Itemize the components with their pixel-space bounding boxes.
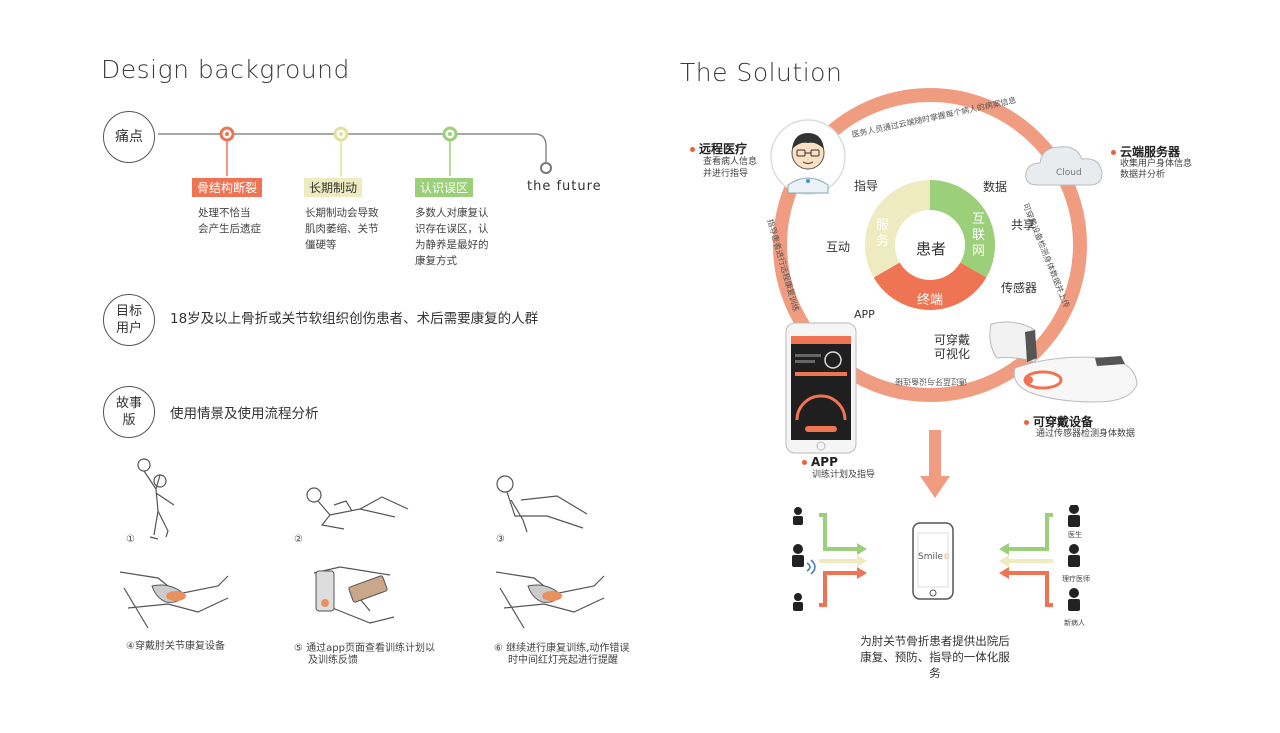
- story-num-2: ②: [294, 534, 303, 545]
- app-phone-image: [785, 322, 857, 454]
- smile-brand-label: Smile©: [918, 552, 951, 562]
- solution-ring-diagram: [773, 88, 1087, 402]
- right-person-2-label: 理疗医师: [1062, 575, 1090, 583]
- remote-medical-title: 远程医疗: [690, 140, 747, 157]
- story-sketch-3: [496, 475, 588, 533]
- cloud-server-title: 云端服务器: [1111, 143, 1180, 160]
- service-flow-diagram: [792, 505, 1080, 611]
- target-user-text: 18岁及以上骨折或关节软组织创伤患者、术后需要康复的人群: [170, 311, 539, 327]
- story-sketch-6: [495, 571, 605, 629]
- wearable-desc: 通过传感器检测身体数据: [1036, 429, 1136, 439]
- cloud-server-desc-2: 数据并分析: [1120, 170, 1166, 180]
- cloud-server-desc-1: 收集用户身体信息: [1120, 159, 1193, 169]
- segment-internet-label: 互联网: [972, 212, 986, 259]
- story-caption-4: ④穿戴肘关节康复设备: [126, 641, 225, 652]
- center-patient-label: 患者: [916, 240, 947, 258]
- story-sketch-1: [137, 458, 175, 540]
- solution-title: The Solution: [680, 58, 843, 87]
- solution-summary: 为肘关节骨折患者提供出院后 康复、预防、指导的一体化服务: [860, 634, 1010, 680]
- timeline-tag-1: 骨结构断裂: [192, 178, 263, 197]
- story-caption-5: ⑤ 通过app页面查看训练计划以及训练反馈: [294, 643, 435, 666]
- word-interact: 互动: [826, 240, 851, 254]
- story-caption-6: ⑥ 继续进行康复训练,动作错误时中间红灯亮起进行提醒: [494, 643, 630, 666]
- down-arrow-icon: [920, 430, 950, 498]
- doctor-icon: [770, 119, 846, 195]
- word-share: 共享: [1011, 218, 1036, 232]
- cloud-icon-text: Cloud: [1056, 168, 1082, 178]
- cloud-icon: [1025, 146, 1103, 186]
- timeline-tag-2: 长期制动: [304, 178, 363, 197]
- timeline-line: [158, 126, 552, 176]
- design-background-title: Design background: [101, 55, 350, 84]
- right-person-3-label: 新病人: [1064, 619, 1085, 627]
- ring-text-bottom: 通过蓝牙与设备连接: [895, 377, 967, 386]
- storyboard-text: 使用情景及使用流程分析: [170, 406, 319, 422]
- word-visual: 可视化: [934, 347, 971, 361]
- the-future-label: the future: [527, 179, 602, 194]
- right-person-1-label: 医生: [1068, 531, 1082, 539]
- timeline-desc-3: 多数人对康复认识存在误区，认为静养是最好的康复方式: [415, 207, 489, 267]
- story-num-1: ①: [126, 534, 135, 545]
- app-title: APP: [802, 455, 838, 469]
- segment-terminal-label: 终端: [917, 293, 944, 308]
- timeline-desc-1: 处理不恰当会产生后遗症: [198, 207, 261, 235]
- word-app: APP: [854, 308, 875, 321]
- word-sensor: 传感器: [1001, 281, 1038, 295]
- target-user-badge: 目标用户: [103, 294, 155, 346]
- segment-service-label: 服务: [876, 218, 890, 249]
- story-num-3: ③: [496, 534, 505, 545]
- timeline-desc-2: 长期制动会导致肌肉萎缩、关节僵硬等: [305, 207, 379, 251]
- app-desc: 训练计划及指导: [812, 470, 876, 480]
- wearable-title: 可穿戴设备: [1024, 413, 1093, 430]
- story-sketch-5: [313, 566, 395, 624]
- pain-point-badge: 痛点: [103, 111, 155, 163]
- story-sketch-2: [306, 487, 409, 530]
- word-wearable: 可穿戴: [934, 333, 971, 347]
- word-guide: 指导: [854, 179, 879, 193]
- story-sketch-4: [119, 571, 229, 629]
- remote-medical-desc: 查看病人信息并进行指导: [703, 157, 758, 179]
- word-data: 数据: [983, 180, 1008, 194]
- storyboard-badge: 故事版: [103, 386, 155, 438]
- timeline-tag-3: 认识误区: [415, 178, 474, 197]
- wearable-device-image: [989, 321, 1138, 403]
